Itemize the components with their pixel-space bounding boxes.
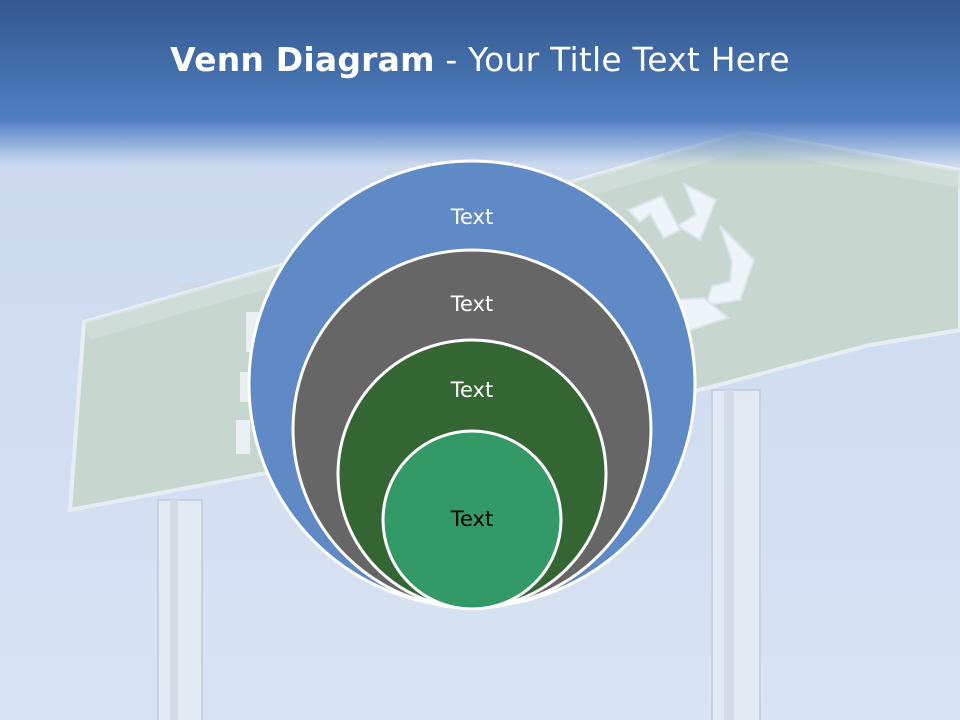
title-rest: - Your Title Text Here [434, 40, 790, 79]
slide-title: Venn Diagram - Your Title Text Here [0, 40, 960, 79]
sign-posts [157, 283, 761, 720]
third-circle-label: Text [450, 378, 493, 402]
title-bold: Venn Diagram [170, 40, 435, 79]
inner-circle-label: Text [450, 507, 493, 531]
title-bar: Venn Diagram - Your Title Text Here [0, 0, 960, 165]
inner-circle [381, 429, 563, 611]
recycle-icon [626, 181, 756, 332]
outer-circle-label: Text [450, 205, 493, 229]
second-circle-label: Text [450, 292, 493, 316]
